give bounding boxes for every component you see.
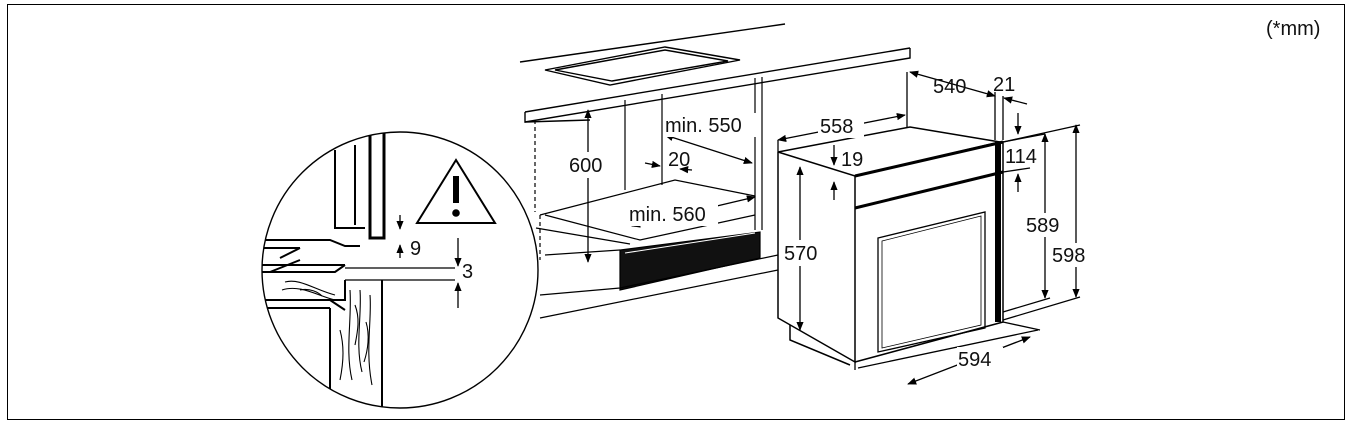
label-20: 20 — [668, 149, 690, 171]
label-600: 600 — [569, 155, 602, 177]
label-9: 9 — [410, 238, 421, 260]
detail-content — [262, 132, 455, 408]
label-598: 598 — [1052, 245, 1085, 267]
units-note: (*mm) — [1266, 18, 1320, 40]
worktop — [519, 23, 911, 123]
hob — [544, 46, 741, 86]
warning-triangle-icon — [415, 158, 497, 224]
label-21: 21 — [993, 74, 1015, 96]
depth-540-arrow — [909, 70, 996, 98]
oven-door-edge — [995, 142, 1001, 322]
depth-550-arrow — [664, 134, 753, 164]
detail-leader — [535, 227, 631, 245]
label-min-550: min. 550 — [665, 115, 742, 137]
label-min-560: min. 560 — [629, 204, 706, 226]
detail-circle — [261, 131, 539, 409]
label-19: 19 — [841, 149, 863, 171]
label-3: 3 — [462, 261, 473, 283]
label-589: 589 — [1026, 215, 1059, 237]
cabinet-outline — [534, 77, 779, 319]
label-540: 540 — [933, 76, 966, 98]
label-594: 594 — [958, 349, 991, 371]
label-558: 558 — [820, 116, 853, 138]
label-570: 570 — [784, 243, 817, 265]
label-114: 114 — [1005, 146, 1037, 168]
